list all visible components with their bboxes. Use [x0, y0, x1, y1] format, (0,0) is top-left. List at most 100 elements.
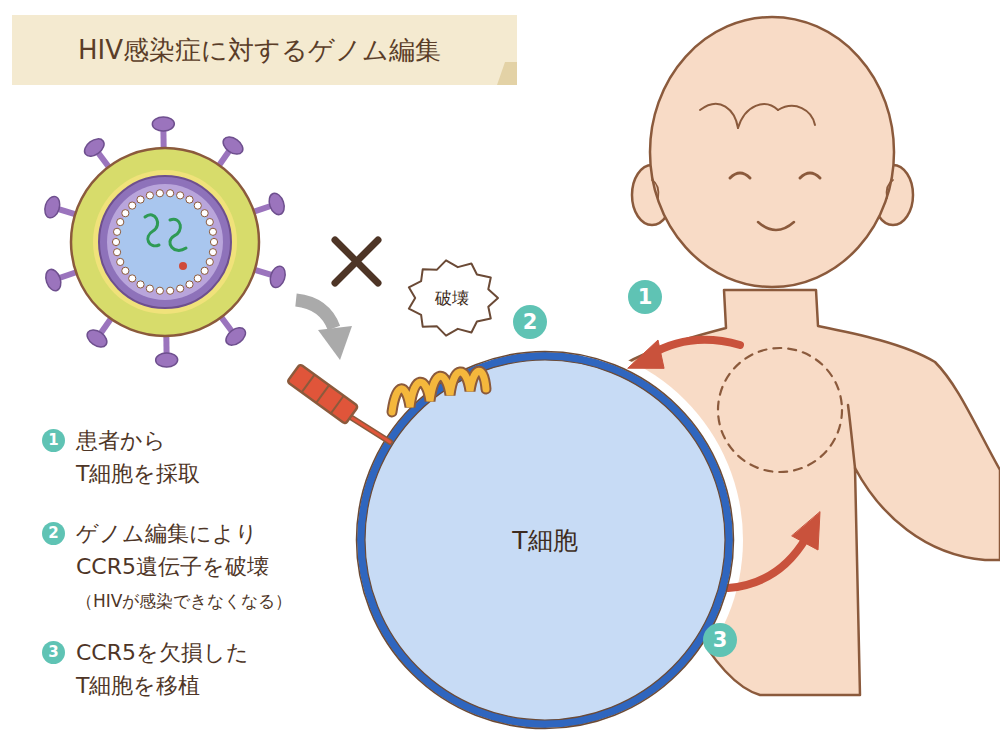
- hiv-virus-part: [117, 194, 213, 290]
- genome-editing-tool-part-part: [302, 375, 315, 393]
- transfer-arrow-part: [650, 340, 740, 355]
- hiv-virus-part: [137, 196, 144, 203]
- transfer-arrow-part: [628, 340, 664, 368]
- transfer-arrow-part: [728, 538, 806, 588]
- cross-mark: [335, 240, 378, 283]
- hiv-virus-part: [93, 170, 237, 314]
- hiv-virus: [42, 117, 287, 367]
- patient-figure-part: [758, 222, 794, 230]
- burst-bubble: 破壊: [405, 258, 500, 338]
- callout-number: 1: [42, 429, 65, 452]
- patient-figure-part: [848, 405, 855, 468]
- hiv-virus-part: [177, 285, 184, 292]
- patient-figure-part: [652, 180, 658, 198]
- hiv-virus-part: [99, 176, 231, 308]
- hiv-virus-part: [152, 117, 174, 131]
- node-text: 破壊: [435, 287, 469, 310]
- hiv-virus-part: [194, 202, 201, 209]
- hiv-virus-part: [42, 195, 62, 220]
- patient-figure-part: [718, 348, 842, 472]
- hiv-virus-part: [223, 324, 249, 348]
- genome-editing-tool-part-part: [331, 396, 344, 414]
- step-text: 患者から T細胞を採取: [76, 424, 226, 490]
- hiv-virus-part: [137, 281, 144, 288]
- t-cell-shape-part: [357, 352, 734, 729]
- hiv-virus-part: [122, 210, 129, 217]
- genome-editing-tool-part: [287, 364, 358, 424]
- title-ribbon-part: [497, 62, 517, 85]
- patient-figure-part: [738, 104, 778, 128]
- hiv-virus-part: [268, 264, 288, 289]
- patient-figure-part: [778, 106, 815, 125]
- hiv-virus-part: [206, 218, 213, 225]
- callout-number: 3: [703, 623, 737, 657]
- node-text: T細胞: [512, 524, 577, 557]
- hiv-virus-part: [117, 258, 124, 265]
- t-cell: T細胞: [355, 350, 735, 730]
- title-ribbon: [12, 15, 517, 85]
- approach-arrow-part: [318, 326, 352, 360]
- genome-editing-tool-part: [352, 418, 390, 442]
- patient-figure-part: [730, 173, 750, 178]
- hiv-virus-part: [220, 134, 246, 158]
- hiv-virus-part: [71, 148, 259, 336]
- hiv-virus-part: [117, 218, 124, 225]
- hiv-virus-part: [145, 215, 186, 251]
- hiv-virus-part: [84, 326, 110, 350]
- patient-figure-part: [650, 17, 894, 287]
- cell-halo: [347, 342, 743, 738]
- hiv-virus-part: [129, 275, 136, 282]
- callout-number: 1: [628, 280, 662, 314]
- hiv-virus-part: [186, 281, 193, 288]
- hiv-virus-part: [146, 285, 153, 292]
- burst-bubble-shape-part: [408, 260, 497, 335]
- hiv-virus-part: [186, 196, 193, 203]
- genome-editing-tool-part: [352, 418, 390, 442]
- callout-number: 3: [42, 641, 65, 664]
- hiv-virus-part: [129, 202, 136, 209]
- hiv-virus-part: [167, 287, 174, 294]
- t-cell-shape-part: [365, 360, 725, 720]
- hiv-virus-part: [156, 287, 163, 294]
- hiv-virus-part: [81, 135, 107, 159]
- step-text: CCR5を欠損した T細胞を移植: [76, 636, 301, 702]
- genome-editing-tool: [287, 364, 390, 442]
- patient-figure-part: [800, 173, 820, 178]
- hiv-virus-part: [209, 228, 216, 235]
- cross-mark-part: [335, 240, 378, 283]
- approach-arrow: [296, 300, 352, 360]
- step-text: ゲノム編集により CCR5遺伝子を破壊: [76, 517, 338, 583]
- hiv-virus-part: [267, 191, 287, 216]
- hiv-virus-part: [156, 353, 178, 367]
- hiv-virus-part: [206, 258, 213, 265]
- hiv-virus-part: [156, 190, 163, 197]
- title: HIV感染症に対するゲノム編集: [12, 15, 507, 85]
- hiv-virus-part: [209, 249, 216, 256]
- callout-number: 2: [513, 305, 547, 339]
- hiv-virus-part: [210, 238, 217, 245]
- hiv-virus-part: [167, 190, 174, 197]
- hiv-virus-part: [43, 267, 63, 292]
- patient-figure-part: [700, 104, 738, 128]
- step-text: （HIVが感染できなくなる）: [76, 588, 346, 614]
- cross-mark-part: [335, 240, 378, 283]
- genome-editing-tool-part-part: [316, 385, 329, 403]
- hiv-virus-part: [112, 238, 119, 245]
- hiv-virus-part: [177, 192, 184, 199]
- hiv-virus-part: [201, 210, 208, 217]
- patient-figure-part: [887, 180, 893, 198]
- hiv-virus-part: [146, 192, 153, 199]
- approach-arrow-part: [296, 300, 334, 328]
- genome-editing-tool-part-part: [287, 364, 358, 424]
- hiv-virus-part: [201, 267, 208, 274]
- transfer-arrow-part: [792, 512, 820, 550]
- hiv-virus-part: [107, 184, 223, 300]
- callout-number: 2: [42, 522, 65, 545]
- t-cell-shape-part: [361, 356, 729, 724]
- hiv-virus-part: [122, 267, 129, 274]
- hiv-virus-part: [113, 249, 120, 256]
- hiv-virus-part: [113, 228, 120, 235]
- hiv-virus-part: [194, 275, 201, 282]
- hiv-virus-part: [179, 262, 187, 270]
